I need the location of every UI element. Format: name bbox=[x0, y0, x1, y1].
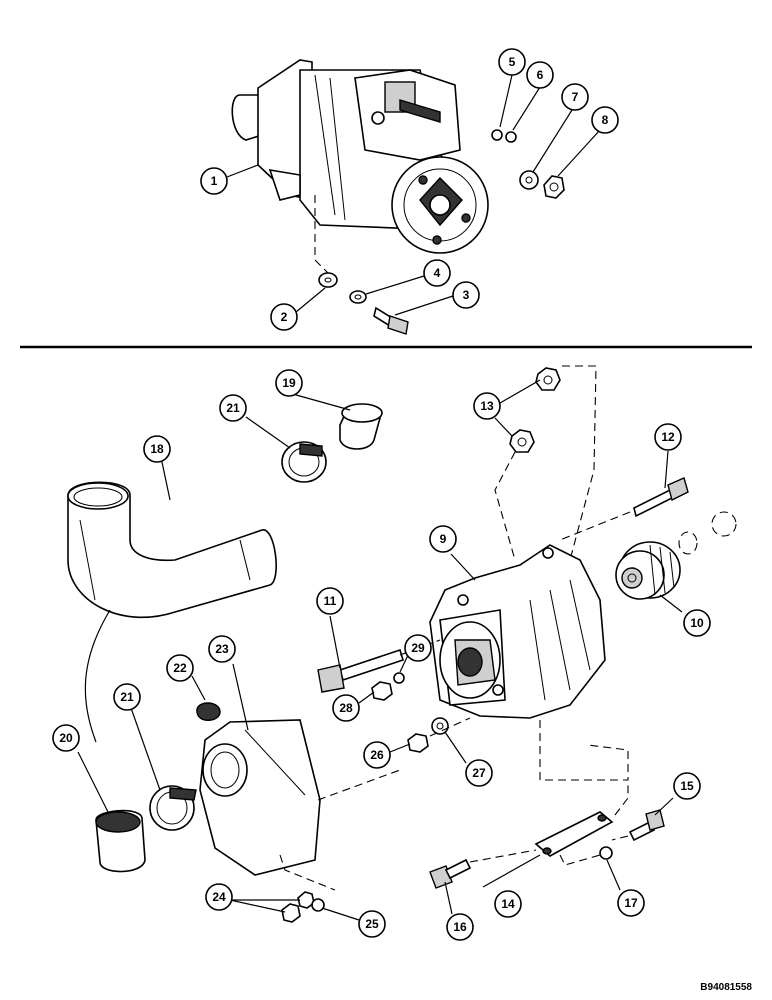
callout-28: 28 bbox=[332, 694, 360, 722]
callout-5: 5 bbox=[498, 48, 526, 76]
coupling-sleeve bbox=[339, 403, 383, 450]
callout-12: 12 bbox=[654, 423, 682, 451]
callout-19: 19 bbox=[275, 369, 303, 397]
svg-text:10: 10 bbox=[690, 616, 704, 630]
svg-text:8: 8 bbox=[602, 113, 609, 127]
svg-text:24: 24 bbox=[212, 890, 226, 904]
svg-text:25: 25 bbox=[365, 917, 379, 931]
svg-text:7: 7 bbox=[572, 90, 579, 104]
nuts-upper bbox=[509, 367, 561, 453]
svg-text:27: 27 bbox=[472, 766, 486, 780]
svg-text:11: 11 bbox=[324, 594, 337, 608]
callout-14: 14 bbox=[494, 890, 522, 918]
svg-text:23: 23 bbox=[215, 642, 229, 656]
starter-motor bbox=[231, 59, 489, 254]
svg-text:4: 4 bbox=[434, 266, 441, 280]
svg-text:28: 28 bbox=[339, 701, 353, 715]
callout-17: 17 bbox=[617, 889, 645, 917]
svg-text:21: 21 bbox=[120, 690, 134, 704]
callout-9: 9 bbox=[429, 525, 457, 553]
leader-lines bbox=[77, 74, 683, 921]
callout-23: 23 bbox=[208, 635, 236, 663]
svg-text:18: 18 bbox=[150, 442, 164, 456]
svg-text:5: 5 bbox=[509, 55, 516, 69]
svg-text:22: 22 bbox=[173, 661, 187, 675]
callout-26: 26 bbox=[363, 741, 391, 769]
callout-16: 16 bbox=[446, 913, 474, 941]
svg-text:17: 17 bbox=[624, 896, 638, 910]
svg-text:12: 12 bbox=[661, 430, 675, 444]
callout-20: 20 bbox=[52, 724, 80, 752]
alternator bbox=[429, 544, 606, 719]
callout-3: 3 bbox=[452, 281, 480, 309]
svg-text:15: 15 bbox=[680, 779, 694, 793]
svg-text:3: 3 bbox=[463, 288, 470, 302]
reference-code: B94081558 bbox=[700, 982, 752, 993]
callout-6: 6 bbox=[526, 61, 554, 89]
callout-29: 29 bbox=[404, 634, 432, 662]
svg-text:14: 14 bbox=[501, 897, 515, 911]
svg-text:1: 1 bbox=[211, 174, 218, 188]
bolt-11 bbox=[317, 648, 404, 693]
sleeve-20 bbox=[95, 809, 146, 873]
svg-text:21: 21 bbox=[226, 401, 240, 415]
callout-4: 4 bbox=[423, 259, 451, 287]
svg-text:19: 19 bbox=[282, 376, 296, 390]
svg-text:13: 13 bbox=[480, 399, 494, 413]
fan-shroud bbox=[199, 719, 321, 876]
bracket bbox=[534, 811, 614, 857]
callout-22: 22 bbox=[166, 654, 194, 682]
callout-24: 24 bbox=[205, 883, 233, 911]
pulley bbox=[615, 541, 681, 600]
callout-10: 10 bbox=[683, 609, 711, 637]
callout-11: 11 bbox=[316, 587, 344, 615]
callout-27: 27 bbox=[465, 759, 493, 787]
hose-clamp-upper bbox=[281, 441, 327, 483]
callout-18: 18 bbox=[143, 435, 171, 463]
callout-13: 13 bbox=[473, 392, 501, 420]
svg-text:29: 29 bbox=[411, 641, 425, 655]
callout-8: 8 bbox=[591, 106, 619, 134]
callout-21a: 21 bbox=[219, 394, 247, 422]
svg-text:20: 20 bbox=[59, 731, 73, 745]
bolt-16 bbox=[429, 858, 472, 889]
hose-clamp-lower bbox=[149, 785, 197, 831]
svg-text:26: 26 bbox=[370, 748, 384, 762]
bolt-15 bbox=[628, 809, 665, 842]
callout-21b: 21 bbox=[113, 683, 141, 711]
callout-25: 25 bbox=[358, 910, 386, 938]
svg-text:9: 9 bbox=[440, 532, 447, 546]
svg-text:16: 16 bbox=[453, 920, 467, 934]
elbow-hose bbox=[67, 481, 277, 619]
bolt-12 bbox=[633, 477, 689, 518]
callout-7: 7 bbox=[561, 83, 589, 111]
callout-2: 2 bbox=[270, 303, 298, 331]
grommet bbox=[196, 702, 221, 721]
svg-text:2: 2 bbox=[281, 310, 288, 324]
hardware-top bbox=[318, 129, 565, 335]
callout-1: 1 bbox=[200, 167, 228, 195]
callout-15: 15 bbox=[673, 772, 701, 800]
svg-text:6: 6 bbox=[537, 68, 544, 82]
